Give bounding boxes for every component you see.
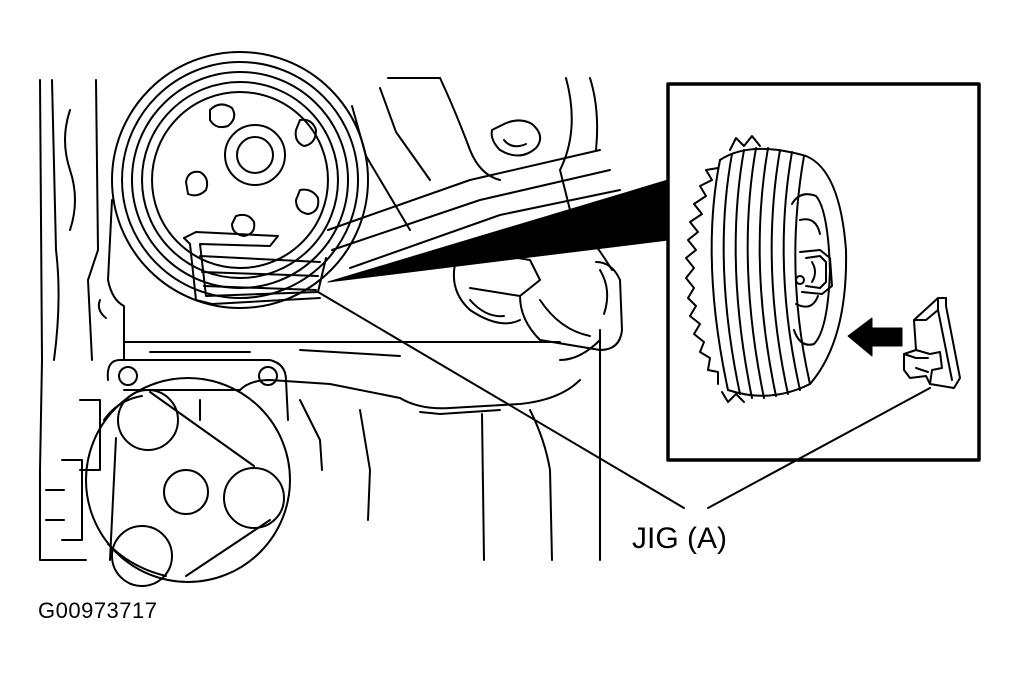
figure-id-label: G00973717 xyxy=(38,598,158,623)
inset-pulley-side-view xyxy=(685,135,848,403)
callout-leader-lines xyxy=(317,291,931,509)
jig-a-callout-label: JIG (A) xyxy=(632,522,727,555)
engine-block-outline xyxy=(39,77,623,561)
crankshaft-pulley xyxy=(111,51,369,309)
lower-pulleys xyxy=(39,359,291,587)
install-direction-arrow xyxy=(847,317,903,357)
jig-a-part xyxy=(903,297,961,389)
detail-inset-frame xyxy=(666,82,981,462)
